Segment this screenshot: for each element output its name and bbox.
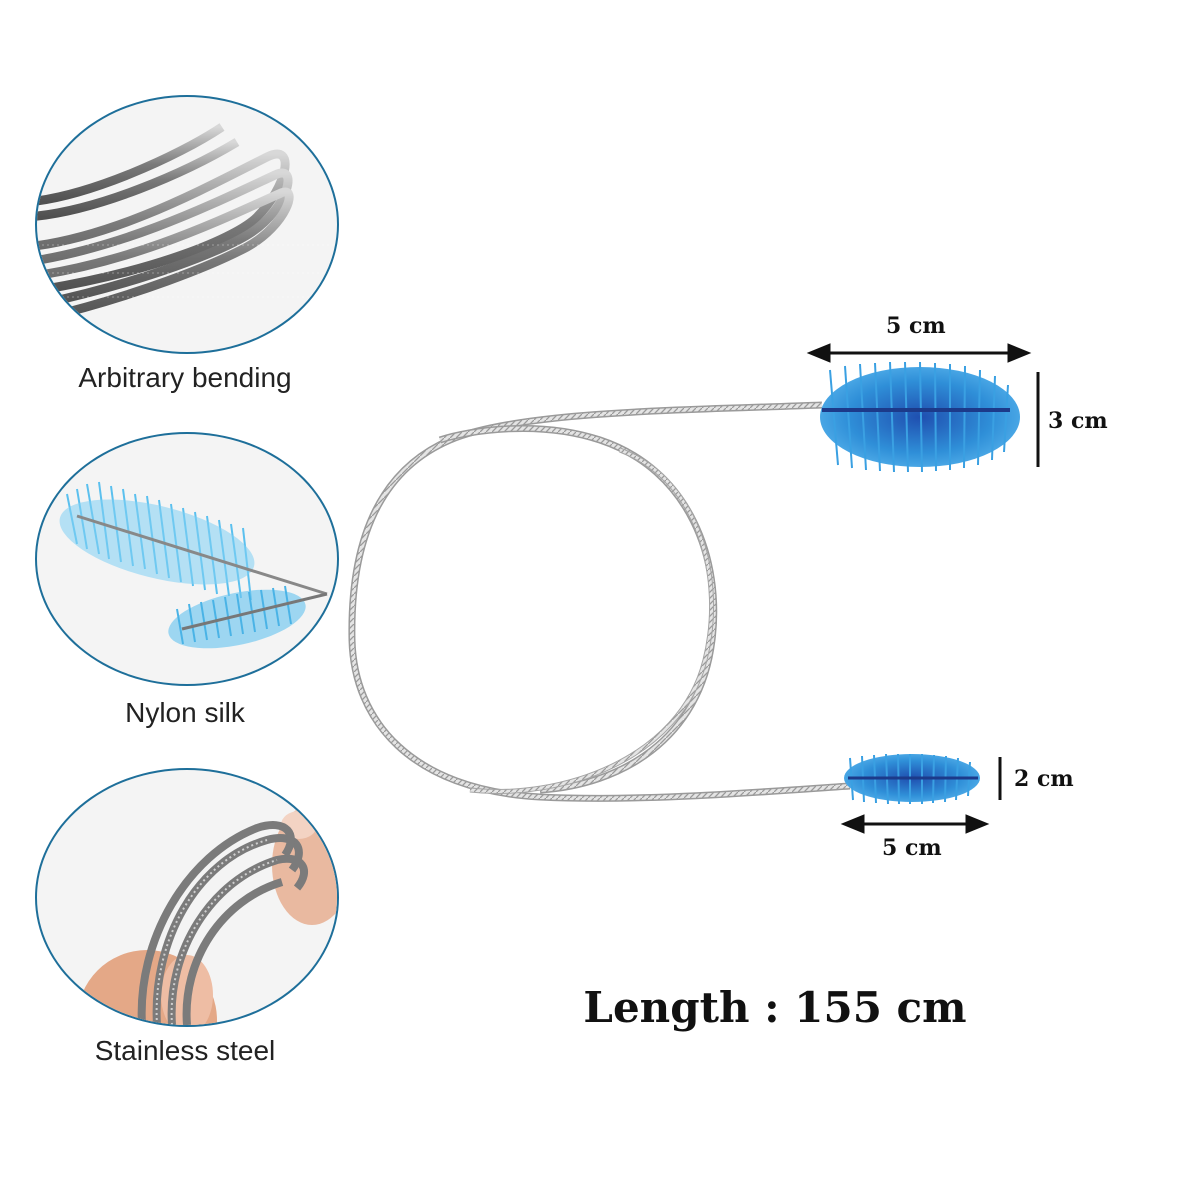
steel-coil-icon — [35, 95, 339, 354]
small-brush-head — [844, 753, 980, 805]
dimension-arrow-large-length — [806, 343, 1032, 363]
large-brush-length-label: 5 cm — [886, 313, 946, 339]
feature-label-stainless-steel: Stainless steel — [94, 1035, 276, 1066]
large-brush-head — [820, 361, 1020, 473]
large-brush-diameter-label: 3 cm — [1048, 408, 1108, 434]
wire-loop — [348, 401, 851, 802]
nylon-brush-icon — [35, 432, 339, 686]
small-brush-diameter-label: 2 cm — [1014, 766, 1074, 792]
small-brush-length-label: 5 cm — [882, 835, 942, 861]
feature-label-arbitrary-bending: Arbitrary bending — [78, 362, 292, 393]
dimension-arrow-small-length — [840, 814, 990, 834]
hand-steel-icon — [35, 768, 339, 1027]
total-length-label: Length : 155 cm — [583, 983, 967, 1032]
feature-label-nylon-silk: Nylon silk — [125, 697, 245, 728]
